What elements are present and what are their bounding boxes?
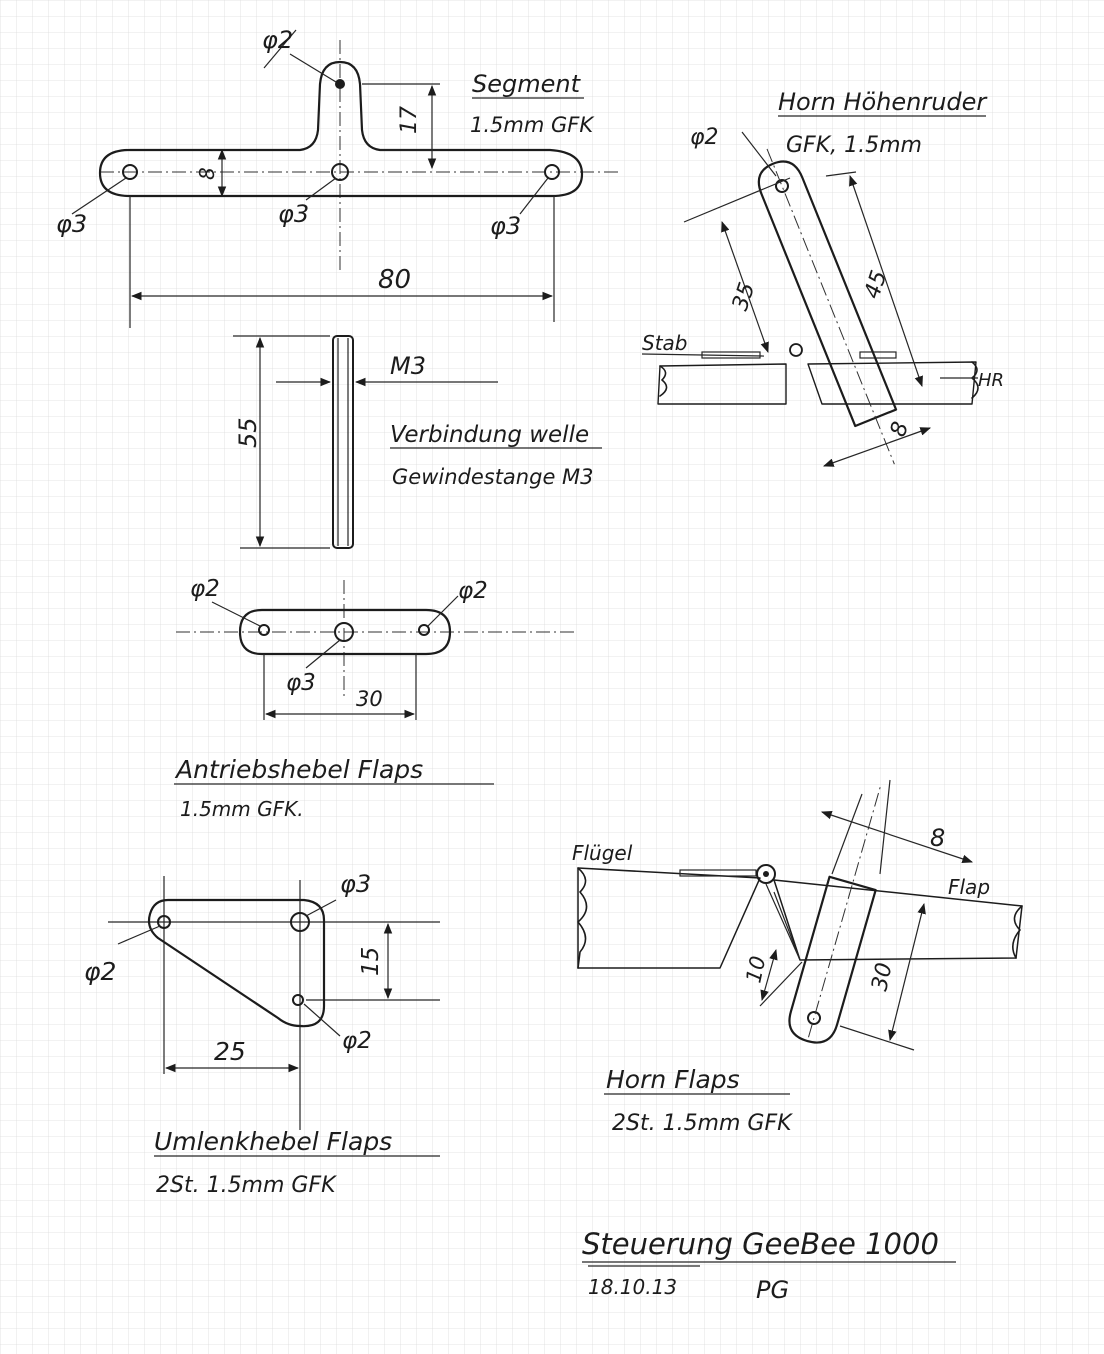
shaft-dim-length: 55 [234, 417, 262, 448]
flap-horn-title: Horn Flaps [606, 1065, 740, 1094]
elevator-horn-material: GFK, 1.5mm [786, 133, 922, 158]
segment-hole-right-label: φ3 [490, 212, 521, 240]
elevator-horn-part [641, 115, 986, 467]
segment-dim-height: 17 [397, 106, 422, 134]
segment-dim-bar: 8 [195, 167, 219, 180]
segment-hole-center-label: φ3 [278, 200, 309, 228]
flap-horn-dim-b: 30 [867, 961, 897, 994]
flap-horn-flap-label: Flap [948, 875, 990, 899]
shaft-subtitle: Gewindestange M3 [392, 465, 594, 489]
drive-lever-title: Antriebshebel Flaps [174, 755, 423, 784]
footer-date: 18.10.13 [588, 1275, 677, 1299]
elevator-horn-part-label: HR [978, 370, 1004, 391]
flap-horn-wing-label: Flügel [572, 841, 633, 865]
drive-lever-hole-right: φ2 [458, 578, 488, 604]
bellcrank-hole-bottom: φ2 [342, 1028, 372, 1054]
segment-hole-left-label: φ3 [56, 210, 87, 238]
bellcrank-title: Umlenkhebel Flaps [154, 1127, 392, 1156]
elevator-horn-title: Horn Höhenruder [778, 88, 988, 116]
bellcrank-hole-left: φ2 [84, 957, 116, 986]
segment-part [71, 29, 620, 328]
elevator-horn-rod-label: Stab [642, 331, 688, 355]
drive-lever-part [174, 580, 578, 785]
bellcrank-hole-top: φ3 [340, 870, 371, 898]
shaft-thread-label: M3 [390, 352, 426, 380]
flap-horn-dim-width: 8 [930, 824, 945, 852]
segment-hole-top-label: φ2 [262, 26, 293, 54]
footer-initials: PG [756, 1276, 789, 1304]
segment-dim-length: 80 [378, 265, 411, 295]
drive-lever-hole-left: φ2 [190, 576, 220, 602]
flap-horn-dim-a: 10 [741, 954, 770, 985]
bellcrank-dim-width: 25 [214, 1037, 246, 1066]
drive-lever-material: 1.5mm GFK. [180, 797, 304, 821]
threaded-rod-part [233, 335, 602, 549]
flap-horn-part [577, 779, 1023, 1095]
segment-material: 1.5mm GFK [470, 113, 595, 137]
title-block [582, 1261, 956, 1267]
flap-horn-material: 2St. 1.5mm GFK [612, 1111, 793, 1136]
drive-lever-hole-center: φ3 [286, 670, 316, 696]
bellcrank-material: 2St. 1.5mm GFK [156, 1173, 337, 1198]
bellcrank-dim-height: 15 [358, 947, 384, 976]
elevator-horn-hole: φ2 [690, 125, 719, 150]
drive-lever-dim-length: 30 [356, 687, 383, 711]
shaft-title: Verbindung welle [390, 422, 589, 448]
footer-title: Steuerung GeeBee 1000 [582, 1227, 939, 1261]
bellcrank-part [108, 876, 440, 1157]
segment-title: Segment [472, 70, 582, 98]
